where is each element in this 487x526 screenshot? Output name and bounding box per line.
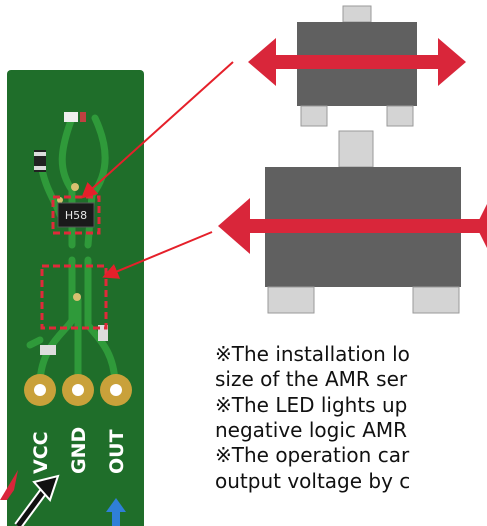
double-headed-arrow-icon-large [218,198,487,254]
note-line-5: ※The operation car [215,443,410,467]
chip-highlight-box [51,195,101,235]
blue-arrow-icon [106,498,126,526]
pcb-board: H58 VCC GND OUT [7,70,144,526]
led-component [64,112,78,122]
chip-marking: H58 [65,209,87,222]
double-headed-arrow-icon [248,38,466,86]
note-line-6: output voltage by c [215,469,411,493]
callout-line-footprint [102,231,213,279]
note-line-1: ※The installation lo [215,342,410,366]
pin-label-gnd: GND [68,427,90,474]
callout-line-chip [81,61,234,199]
note-line-3: ※The LED lights up [215,393,408,417]
note-line-4: negative logic AMR [215,418,408,442]
red-arrow-fragment-icon [0,470,18,500]
note-line-2: size of the AMR ser [215,367,408,391]
pin-label-vcc: VCC [30,431,52,474]
pin-pads [24,374,132,406]
amr-sensor-chip: H58 [57,202,95,228]
pin-label-out: OUT [106,429,128,474]
footprint-highlight-box [40,264,108,330]
pointer-arrow-icon [14,474,60,526]
